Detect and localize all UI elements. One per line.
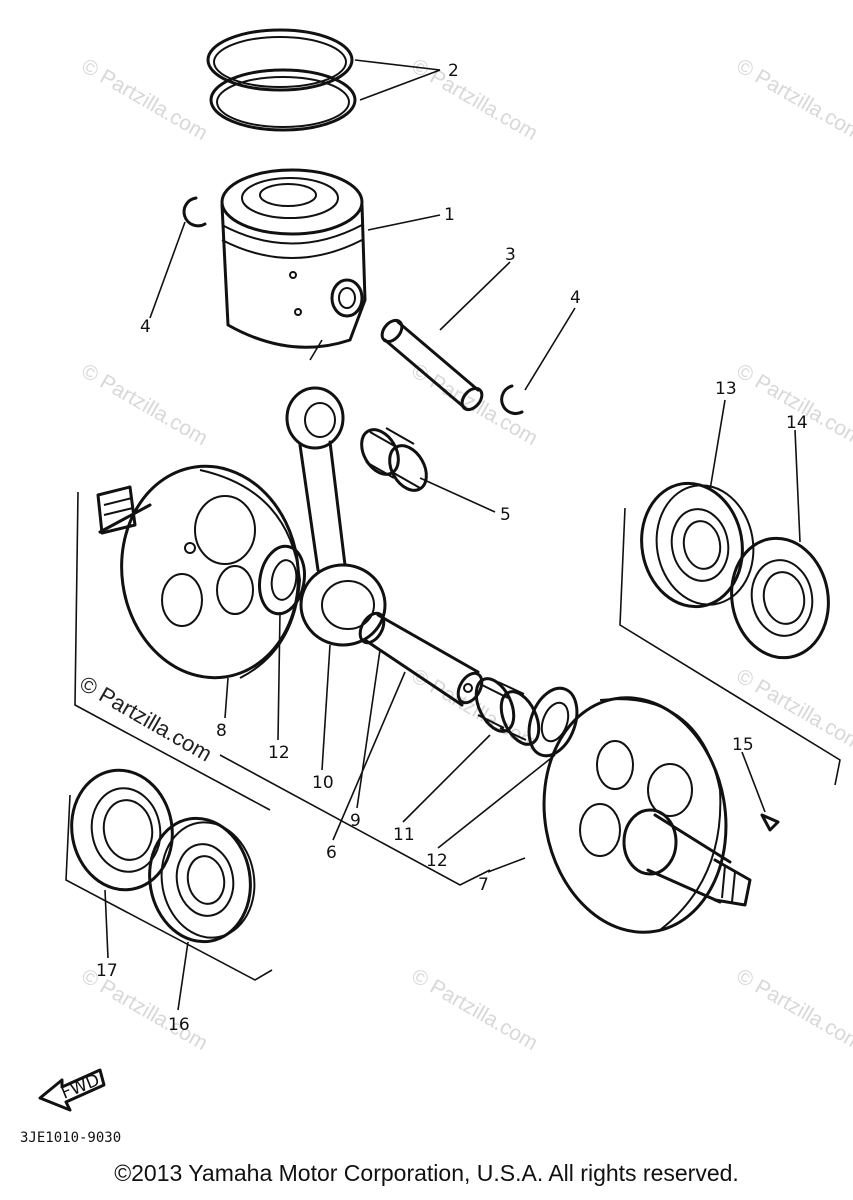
callout-5: 5 bbox=[500, 505, 511, 525]
oil-seal-17 bbox=[70, 768, 174, 892]
watermark: © Partzilla.com bbox=[733, 359, 853, 450]
connecting-rod bbox=[285, 386, 387, 647]
woodruff-key bbox=[760, 813, 780, 832]
crank-right bbox=[542, 696, 752, 934]
watermark-prominent: © Partzilla.com bbox=[76, 671, 217, 767]
watermark: © Partzilla.com bbox=[408, 359, 542, 450]
callout-4: 4 bbox=[570, 288, 581, 308]
fwd-label: FWD bbox=[58, 1070, 102, 1103]
copyright-notice: ©2013 Yamaha Motor Corporation, U.S.A. A… bbox=[114, 1160, 739, 1186]
leader-lines bbox=[104, 59, 801, 1011]
callout-9: 9 bbox=[350, 811, 361, 831]
callout-12: 12 bbox=[268, 743, 290, 763]
callout-3: 3 bbox=[505, 245, 516, 265]
crank-washers bbox=[258, 544, 579, 758]
piston bbox=[220, 168, 367, 349]
crank-left bbox=[96, 464, 302, 680]
assembly-brackets bbox=[65, 339, 841, 981]
callouts: 2 1 3 4 4 5 13 14 8 12 10 9 6 11 12 7 15… bbox=[96, 61, 808, 1035]
callout-14: 14 bbox=[786, 413, 808, 433]
callout-11: 11 bbox=[393, 825, 415, 845]
callout-16: 16 bbox=[168, 1015, 190, 1035]
watermark: © Partzilla.com bbox=[408, 964, 542, 1055]
callout-17: 17 bbox=[96, 961, 118, 981]
oil-seal-14 bbox=[730, 536, 830, 660]
forward-arrow-icon: FWD bbox=[38, 1068, 106, 1112]
bearing-16 bbox=[148, 816, 256, 944]
callout-6: 6 bbox=[326, 843, 337, 863]
crank-pin bbox=[358, 611, 484, 707]
callout-12: 12 bbox=[426, 851, 448, 871]
callout-13: 13 bbox=[715, 379, 737, 399]
callout-15: 15 bbox=[732, 735, 754, 755]
watermark: © Partzilla.com bbox=[733, 54, 853, 145]
piston-pin bbox=[380, 318, 484, 412]
watermark: © Partzilla.com bbox=[733, 964, 853, 1055]
callout-7: 7 bbox=[478, 875, 489, 895]
part-code: 3JE1010-9030 bbox=[20, 1130, 121, 1146]
piston-pin-clips bbox=[182, 196, 524, 415]
watermark: © Partzilla.com bbox=[78, 359, 212, 450]
piston-rings bbox=[206, 28, 357, 132]
callout-10: 10 bbox=[312, 773, 334, 793]
callout-8: 8 bbox=[216, 721, 227, 741]
callout-2: 2 bbox=[448, 61, 459, 81]
watermark: © Partzilla.com bbox=[78, 54, 212, 145]
bearing-13 bbox=[640, 481, 755, 609]
callout-1: 1 bbox=[444, 205, 455, 225]
small-end-bearing bbox=[360, 427, 428, 492]
callout-4: 4 bbox=[140, 317, 151, 337]
